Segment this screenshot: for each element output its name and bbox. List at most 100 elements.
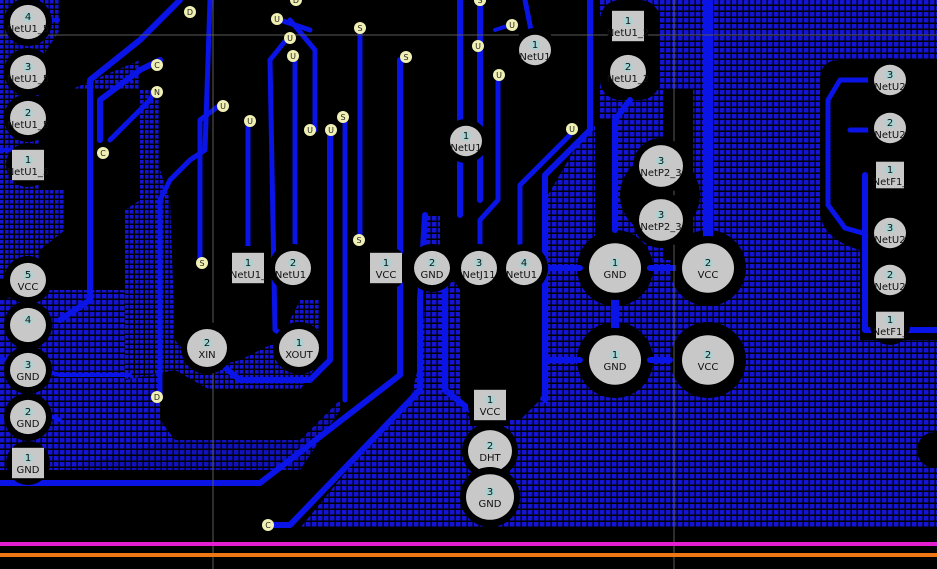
via: U — [284, 32, 296, 44]
pad-net-label: NetU1_5 — [7, 24, 50, 35]
pad-number: 3 — [476, 258, 482, 269]
pad-number: 2 — [25, 407, 31, 418]
pad-drill — [885, 315, 895, 325]
via-label: U — [569, 125, 575, 134]
pad[interactable]: 4 — [4, 301, 52, 349]
pad-number: 2 — [705, 350, 711, 361]
pad-drill — [427, 258, 437, 268]
pad-number: 1 — [25, 453, 31, 464]
via-label: S — [477, 0, 482, 5]
pad-net-label: VCC — [480, 407, 501, 418]
orange-edge-line — [0, 553, 937, 557]
pad-drill — [474, 258, 484, 268]
via: S — [474, 0, 486, 6]
pad-number: 2 — [705, 258, 711, 269]
pad-net-label: XIN — [198, 350, 215, 361]
pad-drill — [23, 12, 33, 22]
via-circle — [290, 0, 302, 6]
via: C — [151, 59, 163, 71]
via-circle — [196, 257, 208, 269]
pad-net-label: NetU1_5 — [7, 167, 50, 178]
via-label: S — [357, 24, 362, 33]
pad-number: 3 — [658, 156, 664, 167]
pad-drill — [23, 315, 33, 325]
via-circle — [151, 59, 163, 71]
pad-drill — [485, 441, 495, 451]
via-circle — [217, 100, 229, 112]
pad-net-label: NetU1_ — [506, 270, 543, 281]
pad-number: 4 — [521, 258, 527, 269]
pad-number: 1 — [612, 258, 618, 269]
pad-number: 3 — [25, 62, 31, 73]
pad-net-label: NetU1_2 — [607, 28, 650, 39]
pad-drill — [703, 258, 713, 268]
pad-net-label: XOUT — [285, 350, 313, 361]
pad-drill — [23, 453, 33, 463]
via: U — [304, 124, 316, 136]
pad-net-label: NetU2 — [874, 130, 905, 141]
pad-number: 3 — [658, 210, 664, 221]
pad-net-label: GND — [604, 270, 627, 281]
via: S — [353, 234, 365, 246]
pad-net-label: GND — [421, 270, 444, 281]
via-label: D — [154, 393, 160, 402]
via: S — [196, 257, 208, 269]
via-circle — [151, 86, 163, 98]
pad-number: 1 — [625, 16, 631, 27]
pad-drill — [381, 258, 391, 268]
pad-number: 1 — [887, 315, 893, 326]
via: U — [287, 50, 299, 62]
pad-drill — [23, 270, 33, 280]
pad-drill — [656, 210, 666, 220]
pad-number: 1 — [25, 155, 31, 166]
via-label: S — [340, 113, 345, 122]
pad-number: 1 — [887, 165, 893, 176]
pad-number: 1 — [296, 338, 302, 349]
via-label: D — [293, 0, 299, 5]
pad-number: 1 — [463, 131, 469, 142]
via-label: U — [290, 52, 296, 61]
via-label: S — [356, 236, 361, 245]
pad-net-label: NetU2 — [874, 82, 905, 93]
via-label: D — [187, 8, 193, 17]
pad-number: 2 — [25, 108, 31, 119]
pad-net-label: NetU1_ — [230, 270, 267, 281]
